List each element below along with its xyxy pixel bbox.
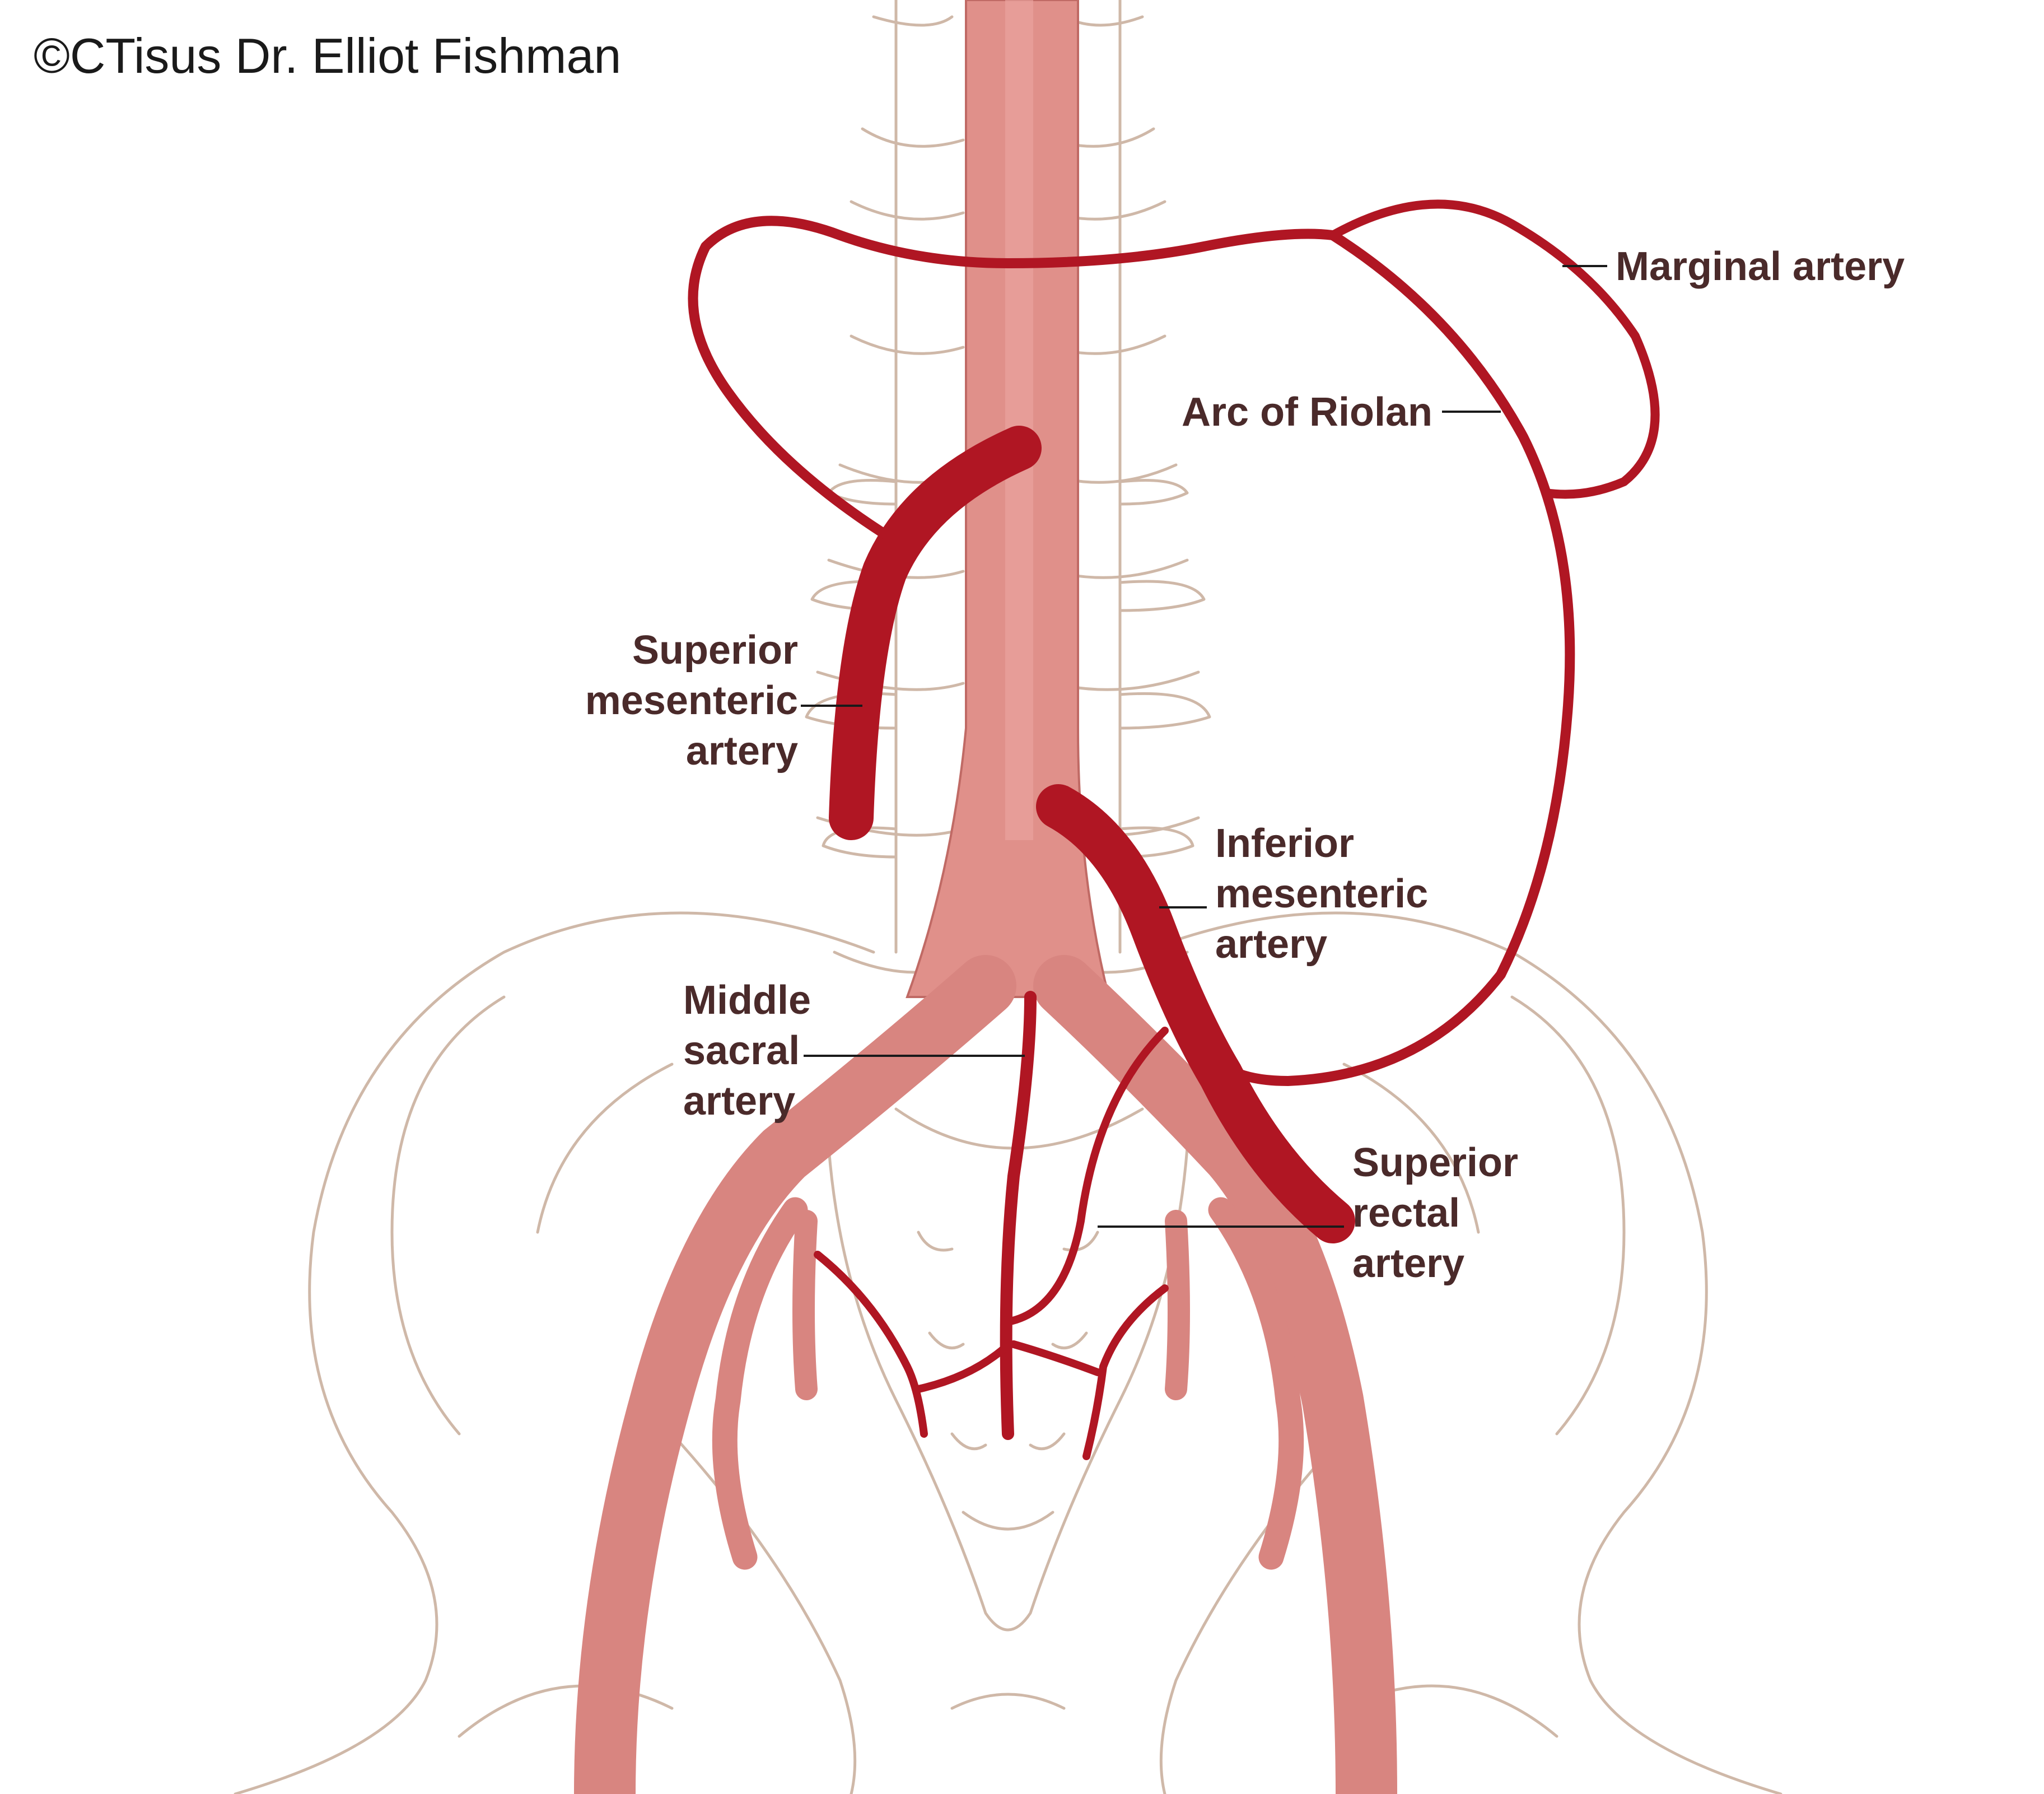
sra-label-line-2: rectal (1352, 1191, 1460, 1236)
superior-rectal-artery-vessel (1004, 1027, 1169, 1326)
sma-label-line-2: mesenteric (585, 678, 798, 723)
mesenteric-arteries (688, 199, 1660, 1460)
arc-of-riolan-vessel (1216, 230, 1575, 1086)
sra-label-line-1: Superior (1352, 1140, 1518, 1185)
ima-label-line-3: artery (1215, 922, 1327, 967)
sma-label-line-3: artery (686, 729, 798, 773)
ima-label-line-2: mesenteric (1215, 872, 1428, 916)
msa-label-line-1: Middle (683, 978, 811, 1023)
inferior-mesenteric-artery-vessel (1036, 784, 1355, 1243)
superior-mesenteric-artery-vessel (829, 426, 1042, 840)
sra-label-line-3: artery (1352, 1241, 1464, 1286)
aorta-and-iliacs (574, 0, 1397, 1794)
label-arc-of-riolan: Arc of Riolan (1182, 390, 1432, 435)
label-superior-mesenteric-artery: Superior mesenteric artery (585, 628, 798, 773)
msa-label-line-2: sacral (683, 1028, 800, 1073)
marginal-artery-vessel (1328, 199, 1660, 499)
msa-label-line-3: artery (683, 1079, 795, 1124)
label-middle-sacral-artery: Middle sacral artery (683, 978, 811, 1124)
label-inferior-mesenteric-artery: Inferior mesenteric artery (1215, 821, 1428, 967)
label-marginal-artery: Marginal artery (1616, 244, 1905, 289)
label-superior-rectal-artery: Superior rectal artery (1352, 1140, 1518, 1286)
middle-sacral-artery-vessel (1000, 991, 1037, 1440)
leader-lines (801, 265, 1607, 1228)
ima-label-line-1: Inferior (1215, 821, 1354, 866)
copyright-text: ©CTisus Dr. Elliot Fishman (34, 28, 621, 83)
sma-label-line-1: Superior (632, 628, 798, 673)
